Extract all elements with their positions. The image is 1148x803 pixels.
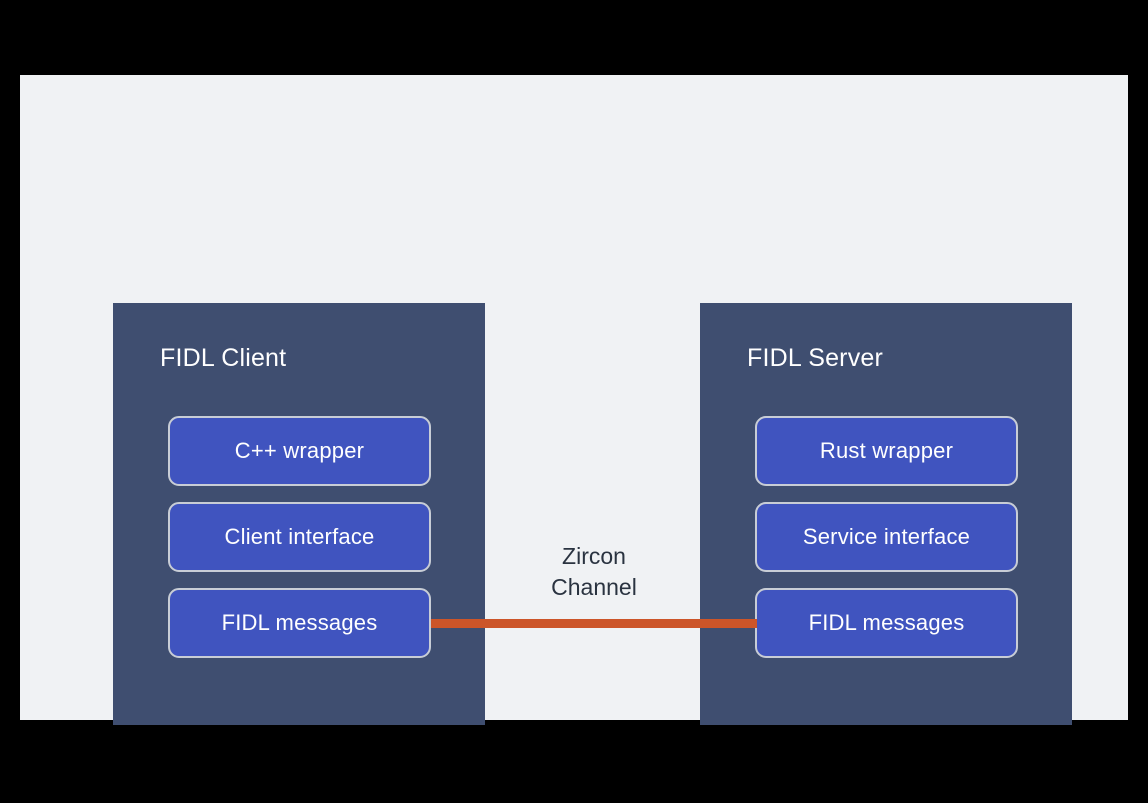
server-box-fidl-messages: FIDL messages	[755, 588, 1018, 658]
zircon-channel-label-line1: Zircon	[562, 543, 626, 569]
server-box-stack: Rust wrapper Service interface FIDL mess…	[755, 416, 1018, 658]
client-box-stack: C++ wrapper Client interface FIDL messag…	[168, 416, 431, 658]
zircon-channel-label: Zircon Channel	[494, 541, 694, 603]
server-box-rust-wrapper: Rust wrapper	[755, 416, 1018, 486]
client-box-cpp-wrapper: C++ wrapper	[168, 416, 431, 486]
panel-fidl-client: FIDL Client C++ wrapper Client interface…	[113, 303, 485, 725]
panel-title-server: FIDL Server	[747, 344, 884, 372]
panel-fidl-server: FIDL Server Rust wrapper Service interfa…	[700, 303, 1072, 725]
panel-title-client: FIDL Client	[160, 344, 287, 372]
client-box-fidl-messages: FIDL messages	[168, 588, 431, 658]
diagram-canvas: FIDL Client C++ wrapper Client interface…	[20, 75, 1128, 725]
zircon-channel-label-line2: Channel	[551, 574, 637, 600]
server-box-service-interface: Service interface	[755, 502, 1018, 572]
zircon-channel-connector	[431, 619, 757, 628]
client-box-client-interface: Client interface	[168, 502, 431, 572]
